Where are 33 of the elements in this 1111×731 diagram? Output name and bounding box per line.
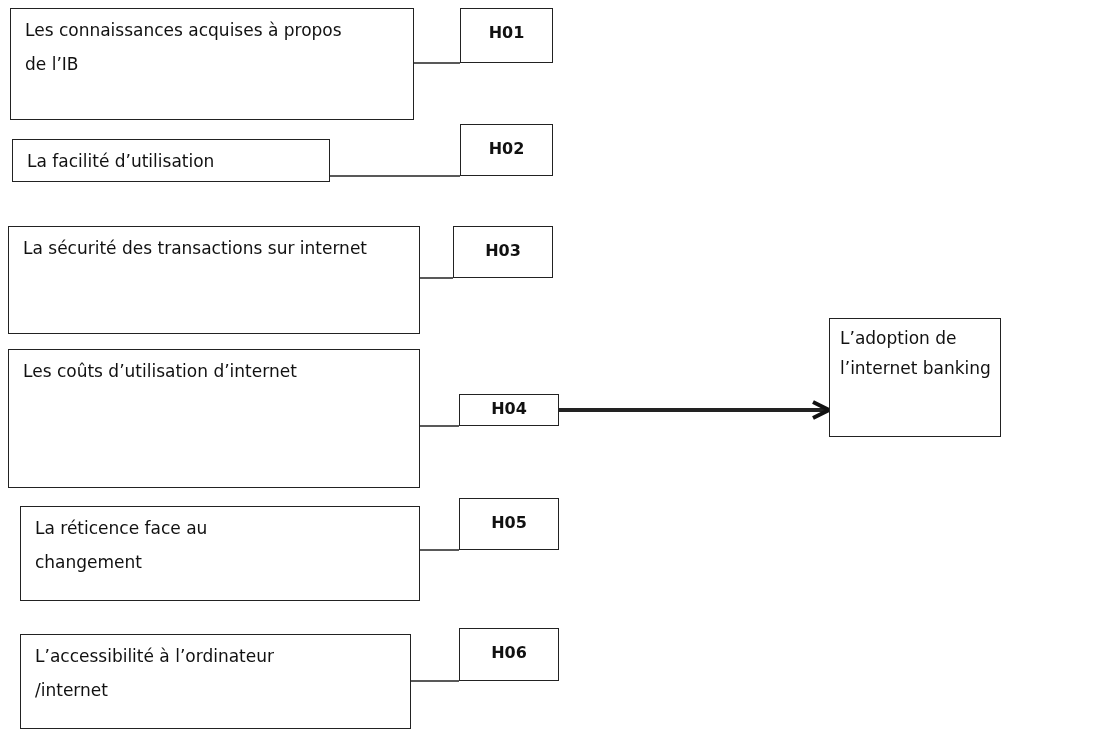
hypothesis-label: H03 bbox=[484, 240, 522, 262]
node-text: La facilité d’utilisation bbox=[26, 150, 216, 173]
node-text: Les coûts d’utilisation d’internet bbox=[22, 360, 298, 383]
factor-box bbox=[8, 226, 420, 334]
arrow bbox=[559, 400, 831, 420]
connector-line bbox=[419, 425, 460, 427]
hypothesis-box bbox=[460, 8, 553, 63]
connector-line bbox=[419, 277, 454, 279]
outcome-box bbox=[829, 318, 1001, 437]
hypothesis-label: H02 bbox=[487, 138, 526, 160]
hypothesis-label: H01 bbox=[487, 22, 526, 44]
hypothesis-label: H05 bbox=[490, 512, 528, 534]
hypothesis-box bbox=[460, 124, 553, 176]
factor-box bbox=[20, 506, 420, 601]
node-text: La réticence face au changement bbox=[34, 517, 209, 574]
connector-line bbox=[419, 549, 460, 551]
hypothesis-label: H04 bbox=[490, 398, 528, 420]
hypothesis-box bbox=[459, 628, 559, 681]
factor-box bbox=[20, 634, 411, 729]
hypothesis-box bbox=[453, 226, 553, 278]
factor-box bbox=[12, 139, 330, 182]
hypothesis-box bbox=[459, 498, 559, 550]
factor-box bbox=[10, 8, 414, 120]
node-text: L’adoption de l’internet banking bbox=[839, 327, 992, 380]
factor-box bbox=[8, 349, 420, 488]
node-text: La sécurité des transactions sur internet bbox=[22, 237, 368, 260]
connector-line bbox=[413, 62, 461, 64]
connector-line bbox=[410, 680, 460, 682]
hypothesis-label: H06 bbox=[490, 642, 528, 664]
connector-line bbox=[329, 175, 461, 177]
node-text: L’accessibilité à l’ordinateur /internet bbox=[34, 645, 275, 702]
hypothesis-box bbox=[459, 394, 559, 426]
node-text: Les connaissances acquises à propos de l’IB bbox=[24, 19, 343, 76]
